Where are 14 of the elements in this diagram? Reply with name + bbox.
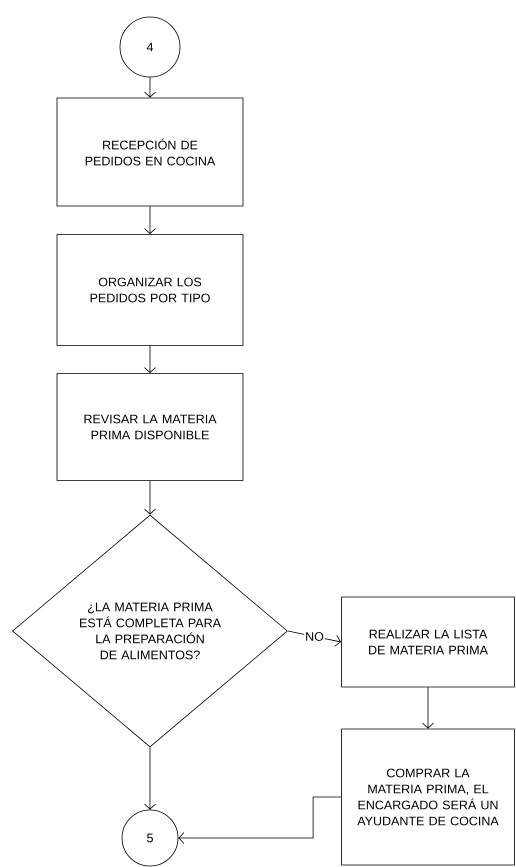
arrow bbox=[144, 346, 156, 374]
process-box: COMPRAR LA MATERIA PRIMA, EL ENCARGADO SERÁ UN AYUDANTE DE COCINA bbox=[341, 728, 515, 866]
arrow bbox=[144, 206, 156, 234]
arrow bbox=[144, 77, 156, 98]
process-box: ORGANIZAR LOS PEDIDOS POR TIPO bbox=[56, 234, 244, 346]
process-box: RECEPCIÓN DE PEDIDOS EN COCINA bbox=[56, 98, 244, 206]
arrow bbox=[144, 747, 156, 810]
arrow bbox=[144, 480, 156, 515]
arrow bbox=[422, 687, 434, 729]
process-box: REALIZAR LA LISTA DE MATERIA PRIMA bbox=[341, 596, 515, 688]
arrow bbox=[288, 630, 342, 647]
arrow bbox=[178, 796, 342, 844]
edge-label: NO bbox=[304, 631, 325, 642]
process-box: REVISAR LA MATERIA PRIMA DISPONIBLE bbox=[56, 373, 244, 481]
